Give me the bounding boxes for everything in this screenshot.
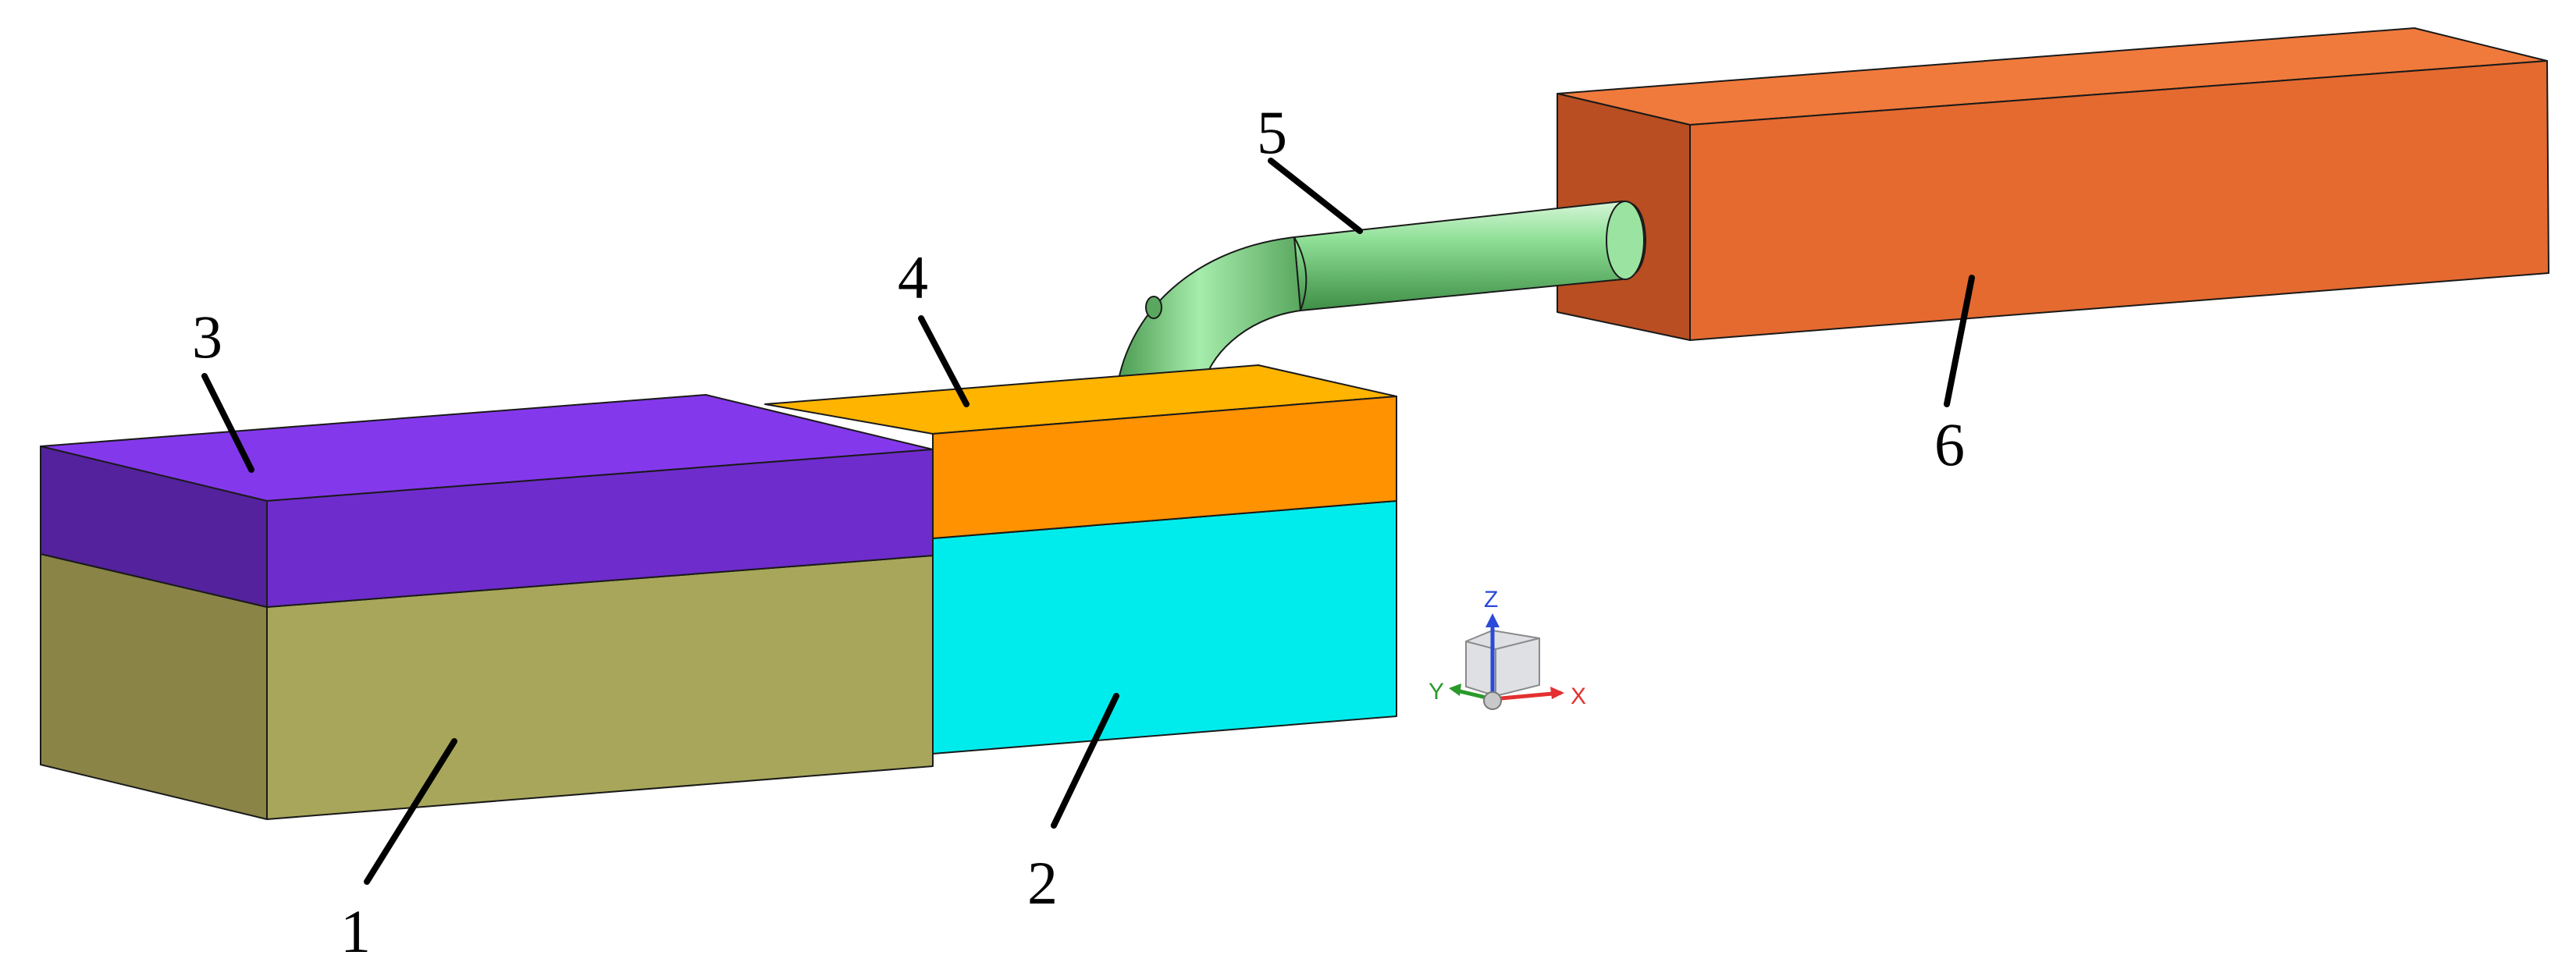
leader-line-5 (1268, 158, 1363, 234)
coordinate-triad: X Y Z (1429, 587, 1586, 710)
callout-2: 2 (1027, 849, 1058, 917)
callout-1: 1 (340, 897, 371, 965)
callout-3: 3 (192, 303, 222, 371)
leader-line-3 (201, 373, 254, 473)
part-5-pipe (1114, 201, 1646, 402)
triad-z-label: Z (1484, 587, 1498, 612)
triad-origin-dot (1483, 691, 1502, 710)
part-2-block (932, 500, 1397, 755)
callout-5: 5 (1257, 98, 1287, 166)
callout-4: 4 (898, 243, 928, 311)
leader-line-2 (1051, 693, 1119, 829)
x-axis-line (1492, 691, 1562, 701)
part-3-block (40, 394, 934, 608)
part-1-block (40, 553, 934, 820)
triad-x-label: X (1571, 684, 1586, 709)
triad-y-label: Y (1429, 679, 1444, 705)
part-6-block (1557, 27, 2549, 341)
leader-line-4 (918, 315, 970, 407)
part-4-block (764, 364, 1397, 539)
leader-line-6 (1944, 275, 1975, 407)
leader-line-1 (364, 738, 457, 885)
callout-6: 6 (1934, 410, 1965, 478)
